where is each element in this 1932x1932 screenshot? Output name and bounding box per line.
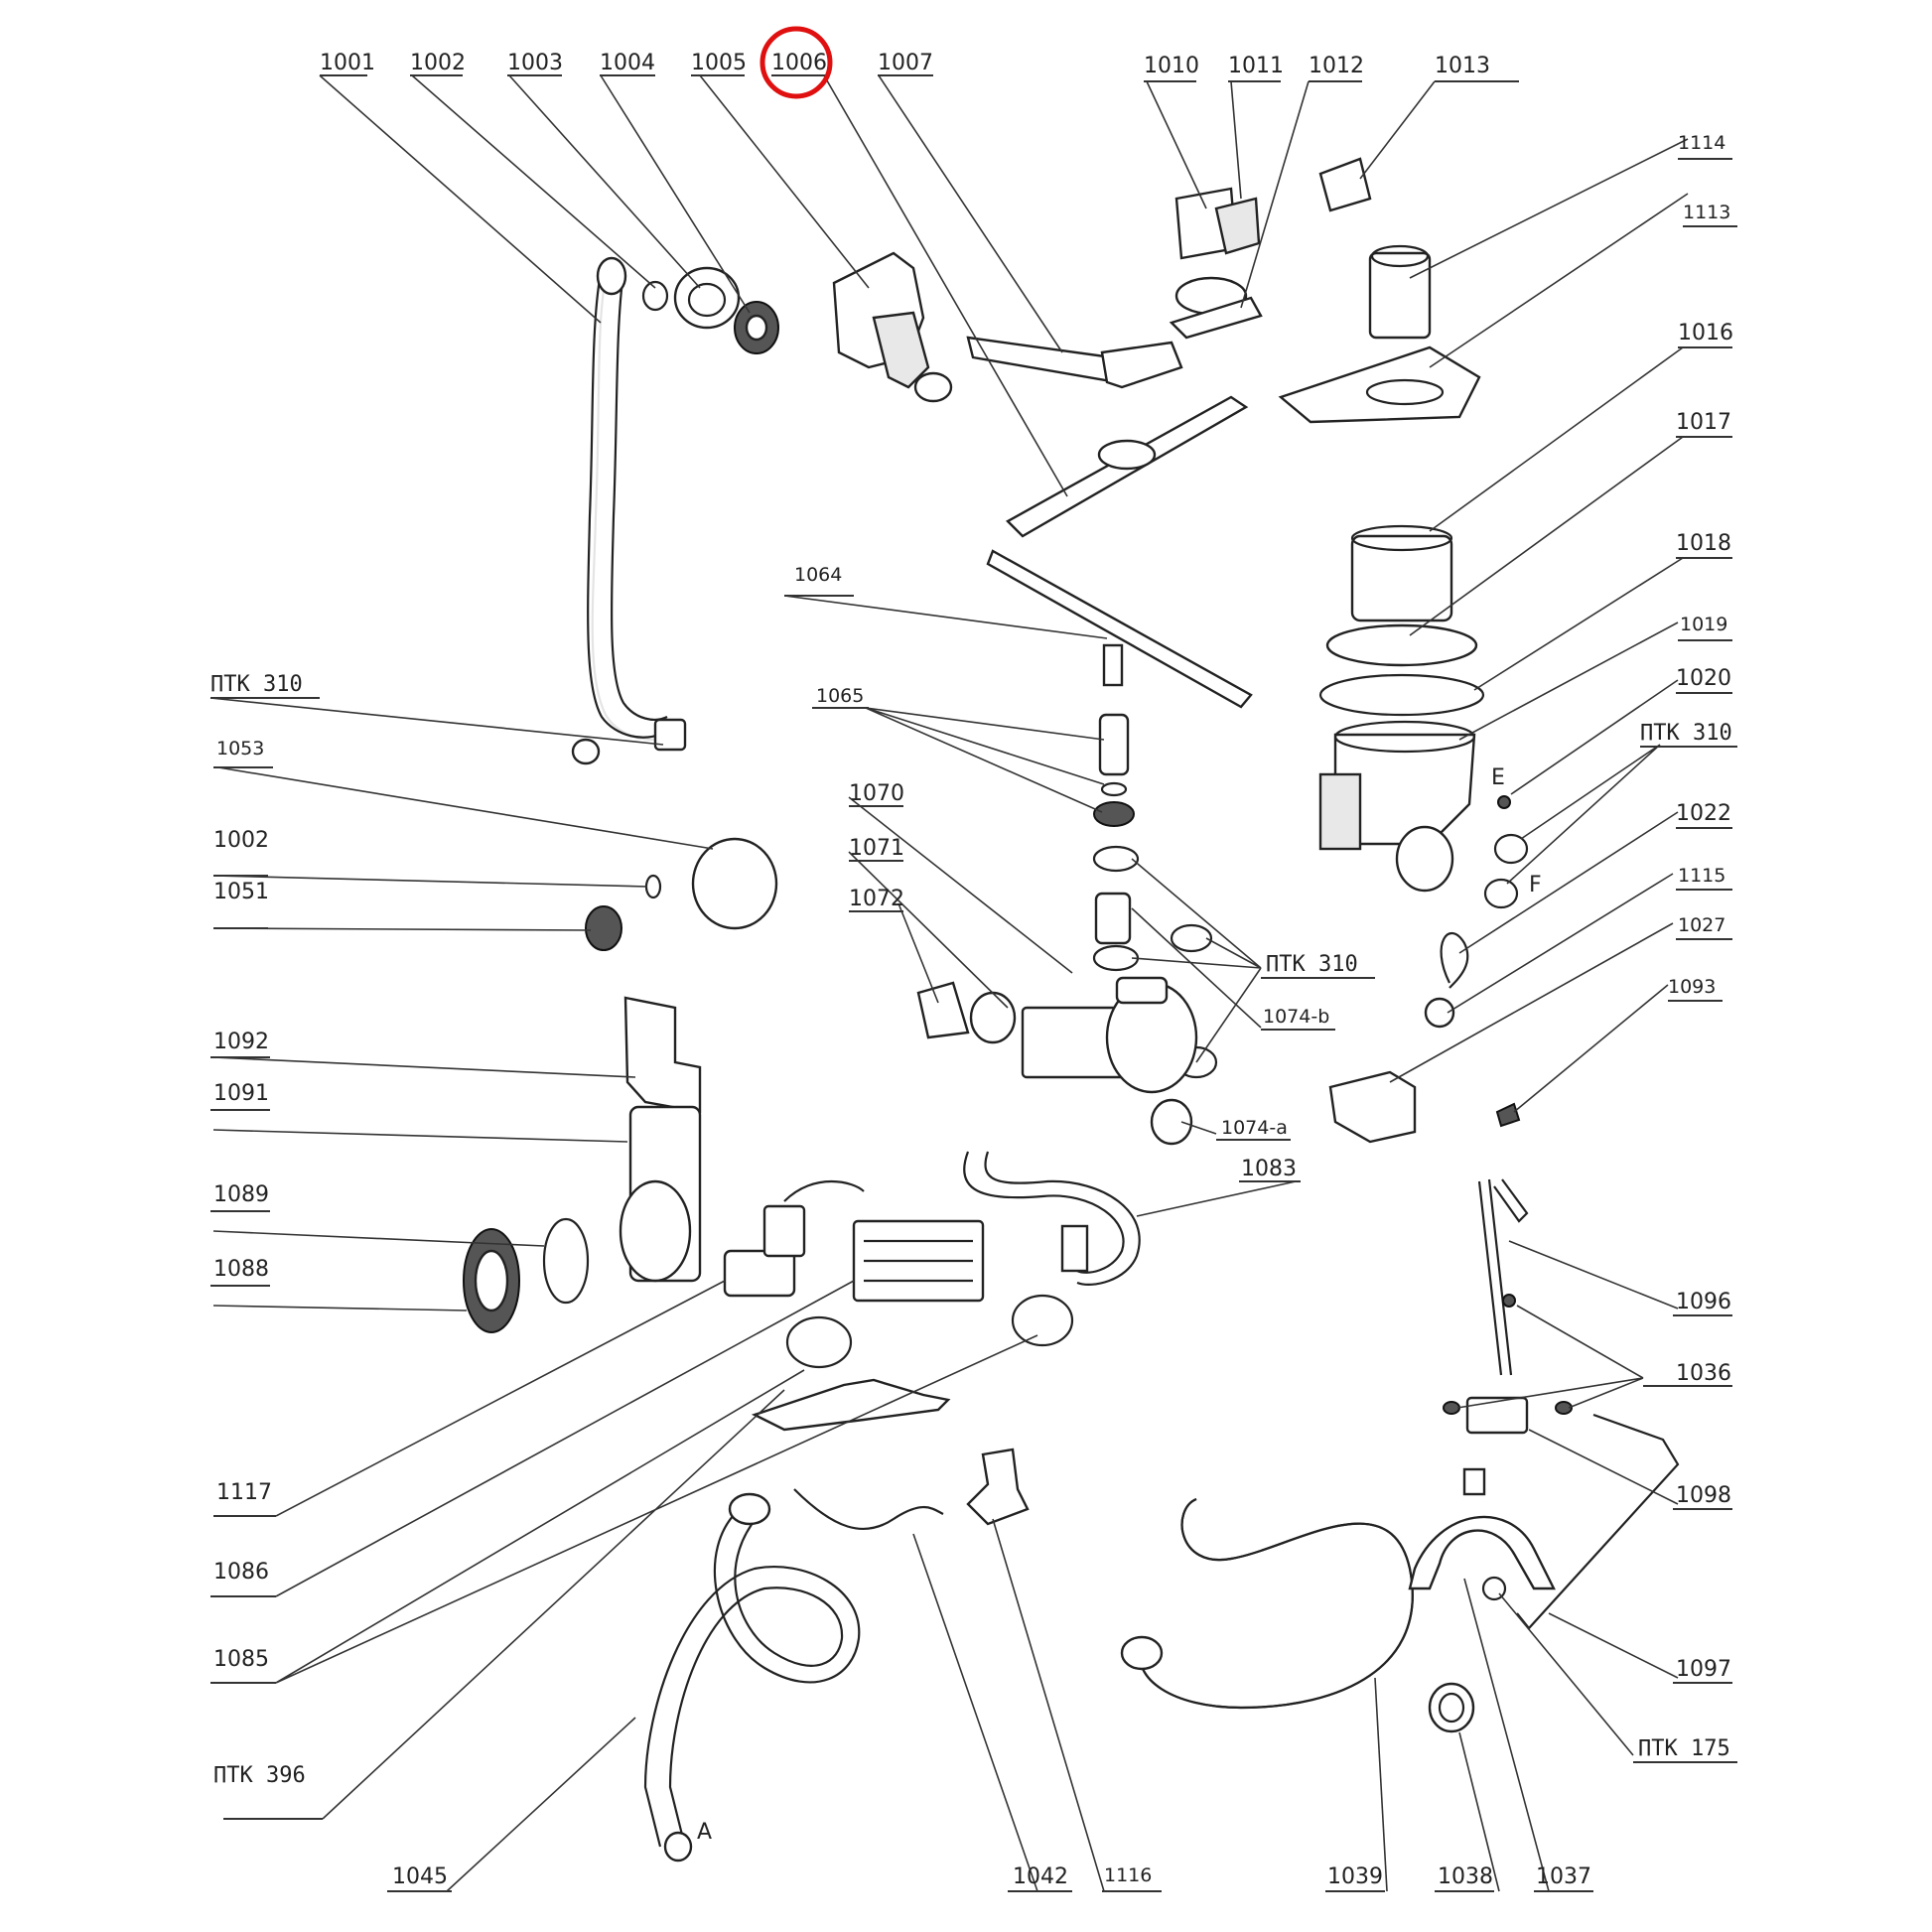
label-1039[interactable]: 1039	[1327, 1864, 1383, 1889]
label-otk175[interactable]: ΠTK 175	[1638, 1736, 1730, 1761]
marker-f: F	[1529, 873, 1542, 897]
label-1007[interactable]: 1007	[878, 51, 933, 75]
label-1116[interactable]: 1116	[1104, 1864, 1152, 1886]
label-1085[interactable]: 1085	[213, 1647, 269, 1672]
label-1088[interactable]: 1088	[213, 1257, 269, 1282]
label-1089[interactable]: 1089	[213, 1182, 269, 1207]
label-1027[interactable]: 1027	[1678, 914, 1725, 936]
label-1019[interactable]: 1019	[1680, 614, 1727, 635]
highlight-circle	[759, 26, 833, 99]
label-1065[interactable]: 1065	[816, 685, 864, 707]
label-1002[interactable]: 1002	[410, 51, 466, 75]
label-1017[interactable]: 1017	[1676, 410, 1731, 435]
label-1022[interactable]: 1022	[1676, 801, 1731, 826]
label-1114[interactable]: 1114	[1678, 132, 1725, 154]
parts-artwork	[463, 157, 1680, 1863]
label-1020[interactable]: 1020	[1676, 666, 1731, 691]
label-1064[interactable]: 1064	[794, 564, 842, 586]
label-1086[interactable]: 1086	[213, 1560, 269, 1585]
label-1091[interactable]: 1091	[213, 1081, 269, 1106]
label-1074-a[interactable]: 1074-a	[1221, 1117, 1288, 1139]
label-1072[interactable]: 1072	[849, 887, 904, 911]
label-1092[interactable]: 1092	[213, 1030, 269, 1054]
label-1003[interactable]: 1003	[507, 51, 563, 75]
label-1002-left[interactable]: 1002	[213, 828, 269, 853]
label-otk310-right[interactable]: ΠTK 310	[1640, 721, 1732, 746]
label-1071[interactable]: 1071	[849, 836, 904, 861]
label-1004[interactable]: 1004	[600, 51, 655, 75]
label-1070[interactable]: 1070	[849, 781, 904, 806]
label-1037[interactable]: 1037	[1536, 1864, 1591, 1889]
label-1093[interactable]: 1093	[1668, 976, 1716, 998]
label-1113[interactable]: 1113	[1683, 202, 1730, 223]
label-1012[interactable]: 1012	[1309, 54, 1364, 78]
label-1038[interactable]: 1038	[1438, 1864, 1493, 1889]
label-otk396[interactable]: ΠTK 396	[213, 1763, 306, 1788]
label-1001[interactable]: 1001	[320, 51, 375, 75]
label-1051[interactable]: 1051	[213, 880, 269, 904]
part-labels: 1001 1002 1003 1004 1005 1006 1007 1010 …	[210, 26, 1737, 1892]
label-1045[interactable]: 1045	[392, 1864, 448, 1889]
label-1010[interactable]: 1010	[1144, 54, 1199, 78]
label-otk310-middle[interactable]: ΠTK 310	[1266, 952, 1358, 977]
label-1053[interactable]: 1053	[216, 738, 264, 759]
label-1042[interactable]: 1042	[1013, 1864, 1068, 1889]
label-1011[interactable]: 1011	[1228, 54, 1284, 78]
label-otk310-left[interactable]: ΠTK 310	[210, 672, 303, 697]
label-1115[interactable]: 1115	[1678, 865, 1725, 887]
marker-a: A	[697, 1820, 712, 1845]
label-1018[interactable]: 1018	[1676, 531, 1731, 556]
label-1098[interactable]: 1098	[1676, 1483, 1731, 1508]
label-1096[interactable]: 1096	[1676, 1290, 1731, 1314]
label-1005[interactable]: 1005	[691, 51, 747, 75]
label-1117[interactable]: 1117	[216, 1480, 272, 1505]
label-1036[interactable]: 1036	[1676, 1361, 1731, 1386]
label-1097[interactable]: 1097	[1676, 1657, 1731, 1682]
label-1074-b[interactable]: 1074-b	[1263, 1006, 1329, 1028]
marker-e: E	[1491, 765, 1505, 790]
leader-lines	[209, 74, 1689, 1892]
label-1083[interactable]: 1083	[1241, 1157, 1297, 1181]
label-1016[interactable]: 1016	[1678, 321, 1733, 345]
label-1006[interactable]: 1006	[771, 51, 827, 75]
label-1013[interactable]: 1013	[1435, 54, 1490, 78]
